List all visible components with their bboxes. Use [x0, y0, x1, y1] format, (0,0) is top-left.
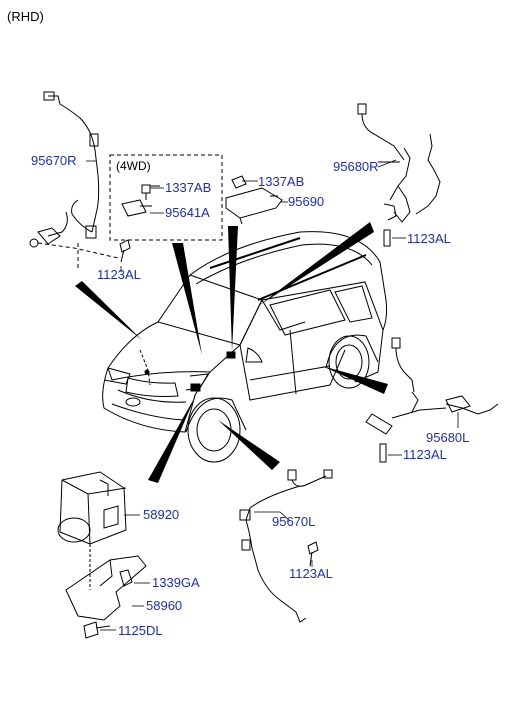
sensor-95690 — [225, 175, 283, 225]
pointer-abs — [148, 395, 196, 483]
bracket-58960 — [65, 544, 147, 639]
sensor-95680L — [365, 337, 499, 463]
part-label-95670L[interactable]: 95670L — [272, 514, 316, 529]
part-label-1125DL[interactable]: 1125DL — [118, 623, 163, 638]
abs-module-58920 — [57, 471, 127, 545]
pointer-rr-sensor — [258, 222, 374, 306]
leader-lines — [86, 159, 459, 631]
part-label-58920[interactable]: 58920 — [143, 507, 180, 522]
pointer-fr-sensor — [218, 420, 280, 470]
part-label-1123AL-rear-right[interactable]: 1123AL — [407, 231, 451, 246]
part-label-95690[interactable]: 95690 — [288, 194, 325, 209]
part-label-1123AL-rear-left[interactable]: 1123AL — [403, 447, 447, 462]
part-label-1123AL-front-left[interactable]: 1123AL — [97, 267, 141, 282]
part-label-1123AL-front-right[interactable]: 1123AL — [289, 566, 333, 581]
sensor-95670L — [239, 469, 333, 623]
variant-label: (RHD) — [7, 9, 44, 24]
part-label-58960[interactable]: 58960 — [146, 598, 183, 613]
part-label-95670R[interactable]: 95670R — [31, 153, 77, 168]
pointer-4wd-sensor — [172, 243, 202, 355]
part-label-95680R[interactable]: 95680R — [333, 159, 379, 174]
part-label-95680L[interactable]: 95680L — [426, 430, 470, 445]
pointer-yaw-sensor — [228, 226, 238, 352]
part-label-95641A[interactable]: 95641A — [165, 205, 210, 220]
4wd-group-label: (4WD) — [116, 159, 151, 173]
vehicle-illustration — [102, 231, 388, 463]
part-label-1337AB-yaw[interactable]: 1337AB — [258, 174, 305, 189]
sensor-95670R — [29, 91, 131, 268]
pointer-rl-sensor — [322, 366, 388, 394]
pointer-fl-sensor — [75, 281, 142, 340]
sensor-95680R — [357, 103, 441, 247]
4wd-group-box — [109, 154, 223, 241]
4wd-parts — [121, 184, 160, 217]
part-label-1337AB-4wd[interactable]: 1337AB — [165, 180, 212, 195]
part-label-1339GA[interactable]: 1339GA — [152, 575, 200, 590]
pointer-wedges — [75, 222, 388, 483]
